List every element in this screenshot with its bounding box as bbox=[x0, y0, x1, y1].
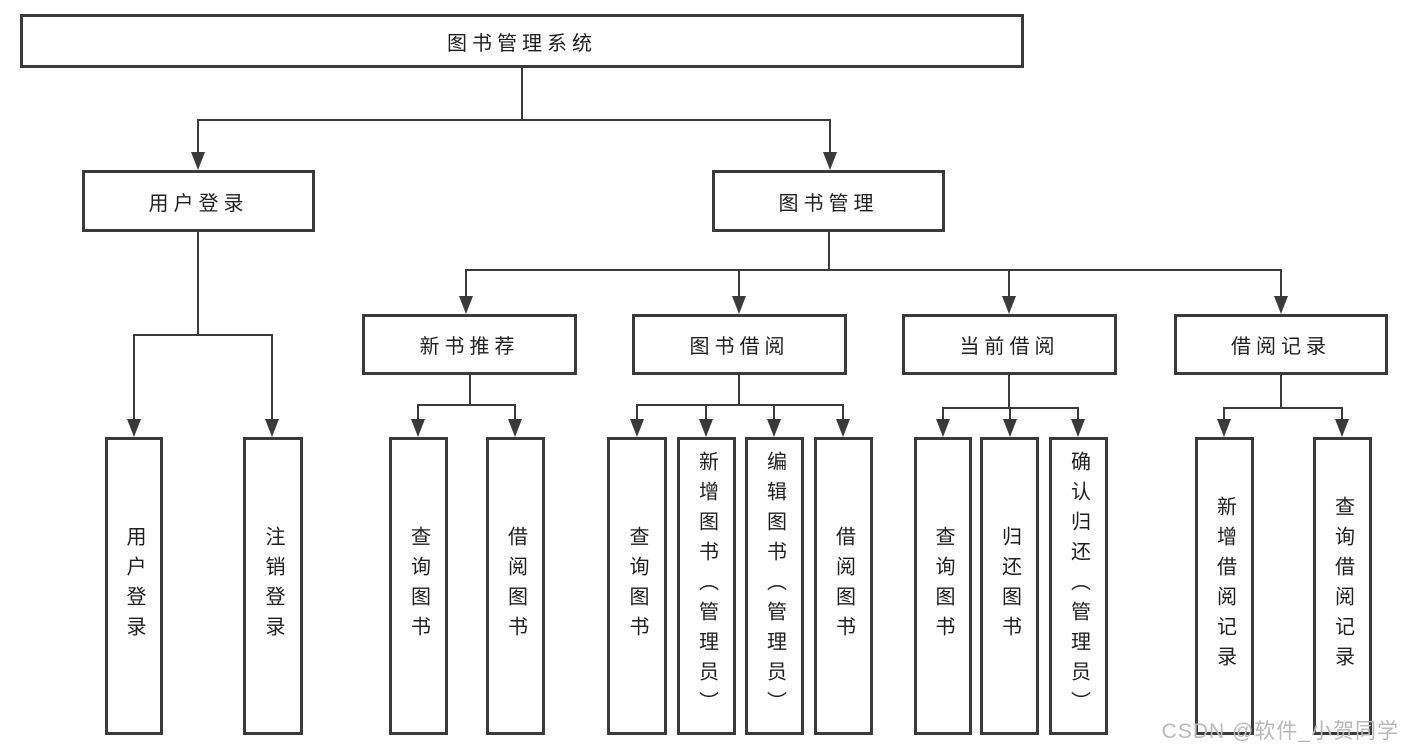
arrowhead-down-icon bbox=[836, 419, 850, 437]
connector-line bbox=[1008, 375, 1010, 409]
node-leaf-borrow-books: 借阅图书 bbox=[814, 437, 873, 735]
node-book-borrowing: 图书借阅 bbox=[632, 314, 847, 375]
node-leaf-query-books-current: 查询图书 bbox=[914, 437, 972, 735]
node-leaf-query-borrow-record: 查询借阅记录 bbox=[1313, 437, 1372, 735]
node-label: 借阅图书 bbox=[832, 526, 855, 646]
arrowhead-down-icon bbox=[1274, 296, 1288, 314]
connector-line bbox=[636, 404, 844, 406]
connector-line bbox=[417, 404, 516, 406]
node-label: 归还图书 bbox=[998, 526, 1021, 646]
arrowhead-down-icon bbox=[1217, 419, 1231, 437]
connector-line bbox=[197, 119, 831, 121]
node-label: 新增借阅记录 bbox=[1213, 496, 1236, 676]
node-label: 用户登录 bbox=[148, 192, 249, 215]
node-label: 查询借阅记录 bbox=[1331, 496, 1354, 676]
node-label: 编辑图书（管理员） bbox=[763, 451, 786, 721]
node-leaf-return-books: 归还图书 bbox=[980, 437, 1039, 735]
arrowhead-down-icon bbox=[459, 296, 473, 314]
connector-line bbox=[271, 335, 273, 423]
arrowhead-down-icon bbox=[630, 419, 644, 437]
node-label: 当前借阅 bbox=[959, 336, 1060, 358]
node-label: 借阅记录 bbox=[1231, 336, 1331, 358]
node-label: 查询图书 bbox=[626, 526, 648, 646]
node-root: 图书管理系统 bbox=[20, 14, 1024, 68]
connector-line bbox=[1223, 408, 1225, 423]
node-leaf-edit-books-admin: 编辑图书（管理员） bbox=[745, 437, 804, 735]
connector-line bbox=[636, 405, 638, 423]
connector-line bbox=[738, 375, 740, 406]
node-new-book-recommend: 新书推荐 bbox=[362, 314, 577, 375]
node-label: 借阅图书 bbox=[504, 526, 527, 646]
node-label: 图书管理 bbox=[778, 192, 879, 215]
node-leaf-query-books-recommend: 查询图书 bbox=[389, 437, 448, 735]
connector-line bbox=[521, 68, 523, 121]
connector-line bbox=[738, 270, 740, 300]
node-label: 查询图书 bbox=[407, 526, 430, 646]
connector-line bbox=[465, 270, 467, 300]
arrowhead-down-icon bbox=[265, 419, 279, 437]
connector-line bbox=[417, 405, 419, 423]
node-current-borrowing: 当前借阅 bbox=[902, 314, 1117, 375]
arrowhead-down-icon bbox=[508, 419, 522, 437]
connector-line bbox=[1223, 407, 1343, 409]
connector-line bbox=[829, 120, 831, 155]
connector-line bbox=[1009, 408, 1011, 423]
arrowhead-down-icon bbox=[127, 419, 141, 437]
arrowhead-down-icon bbox=[1071, 419, 1085, 437]
node-leaf-logout: 注销登录 bbox=[243, 437, 303, 735]
connector-line bbox=[1077, 408, 1079, 423]
arrowhead-down-icon bbox=[767, 419, 781, 437]
connector-line bbox=[1008, 270, 1010, 300]
arrowhead-down-icon bbox=[1335, 419, 1349, 437]
node-leaf-confirm-return-admin: 确认归还（管理员） bbox=[1049, 437, 1108, 735]
arrowhead-down-icon bbox=[732, 296, 746, 314]
node-label: 用户登录 bbox=[123, 526, 145, 646]
arrowhead-down-icon bbox=[411, 419, 425, 437]
arrowhead-down-icon bbox=[936, 419, 950, 437]
arrowhead-down-icon bbox=[699, 419, 713, 437]
connector-line bbox=[773, 405, 775, 423]
connector-line bbox=[842, 405, 844, 423]
connector-line bbox=[1280, 270, 1282, 300]
node-user-login: 用户登录 bbox=[82, 170, 315, 232]
connector-line bbox=[942, 408, 944, 423]
node-leaf-add-borrow-record: 新增借阅记录 bbox=[1195, 437, 1254, 735]
connector-line bbox=[705, 405, 707, 423]
node-leaf-query-books-borrow: 查询图书 bbox=[607, 437, 667, 735]
connector-line bbox=[828, 232, 830, 271]
arrowhead-down-icon bbox=[1003, 419, 1017, 437]
node-label: 图书借阅 bbox=[689, 336, 790, 358]
connector-line bbox=[197, 232, 199, 336]
node-label: 新书推荐 bbox=[419, 336, 520, 358]
node-leaf-add-books-admin: 新增图书（管理员） bbox=[677, 437, 736, 735]
connector-line bbox=[514, 405, 516, 423]
node-label: 注销登录 bbox=[262, 526, 284, 646]
arrowhead-down-icon bbox=[191, 152, 205, 170]
connector-line bbox=[1341, 408, 1343, 423]
node-label: 图书管理系统 bbox=[447, 32, 597, 55]
connector-line bbox=[197, 120, 199, 155]
node-borrowing-records: 借阅记录 bbox=[1174, 314, 1388, 375]
connector-line bbox=[133, 334, 273, 336]
csdn-watermark: CSDN @软件_小贺同学 bbox=[1161, 720, 1399, 743]
node-leaf-user-login: 用户登录 bbox=[105, 437, 163, 735]
connector-line bbox=[133, 335, 135, 423]
connector-line bbox=[469, 375, 471, 406]
connector-line bbox=[1280, 375, 1282, 409]
arrowhead-down-icon bbox=[823, 152, 837, 170]
arrowhead-down-icon bbox=[1002, 296, 1016, 314]
node-label: 查询图书 bbox=[932, 526, 954, 646]
node-label: 确认归还（管理员） bbox=[1067, 451, 1090, 721]
connector-line bbox=[465, 269, 1282, 271]
node-leaf-borrow-books-recommend: 借阅图书 bbox=[486, 437, 545, 735]
node-label: 新增图书（管理员） bbox=[695, 451, 718, 721]
node-book-management: 图书管理 bbox=[712, 170, 945, 232]
